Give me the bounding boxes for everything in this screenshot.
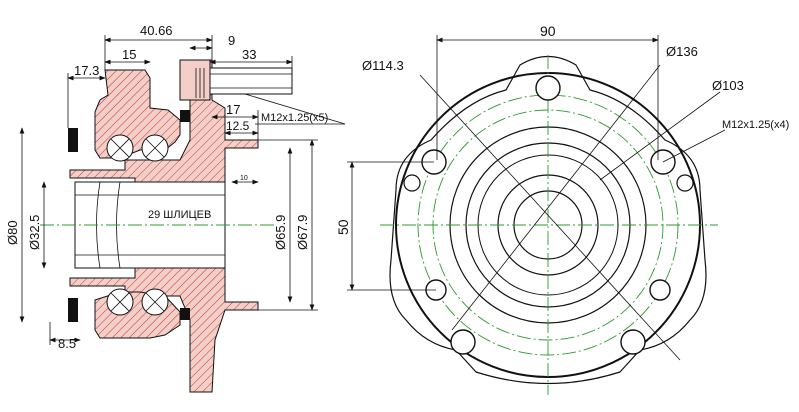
wheel-stud [179, 59, 293, 101]
flange-lobe-outline [389, 55, 707, 385]
dim-dia-67-9: Ø67.9 [295, 215, 310, 250]
bolt-thread-label: M12x1.25(x4) [722, 119, 789, 131]
dim-dia-32-5: Ø32.5 [27, 215, 42, 250]
dim-dia-136: Ø136 [666, 44, 698, 59]
spline-label: 29 ШЛИЦЕВ [148, 209, 211, 221]
bolt-holes [403, 174, 694, 301]
side-dimensions [19, 35, 346, 345]
dim-15: 15 [122, 47, 136, 62]
dim-90: 90 [540, 23, 556, 39]
dim-dia-80: Ø80 [5, 220, 20, 245]
dim-10: 10 [240, 175, 248, 182]
seal-upper [68, 128, 78, 152]
dim-17: 17 [226, 102, 240, 117]
dim-dia-103: Ø103 [712, 78, 744, 93]
dim-17-3: 17.3 [74, 63, 99, 78]
dim-12-5: 12.5 [226, 119, 250, 133]
front-leaders [347, 35, 726, 361]
front-view: 90 50 Ø114.3 Ø136 Ø103 M12x1.25(x4) [335, 23, 789, 395]
dim-33: 33 [242, 47, 256, 62]
side-section-view: 40.66 15 9 33 17.3 17 12.5 10 8.5 M12x1.… [5, 23, 346, 393]
dim-40-66: 40.66 [140, 23, 173, 38]
dim-dia-65-9: Ø65.9 [273, 215, 288, 250]
seal-lower [68, 298, 78, 322]
dim-9: 9 [228, 33, 235, 48]
bearing-balls [106, 134, 169, 316]
dim-dia-114-3: Ø114.3 [362, 58, 404, 73]
dim-50: 50 [335, 219, 351, 235]
stud-thread-label: M12x1.25(x5) [261, 112, 328, 124]
hub-flange-lower [69, 267, 259, 393]
stud-holes [421, 75, 676, 355]
dim-8-5: 8.5 [58, 336, 76, 351]
